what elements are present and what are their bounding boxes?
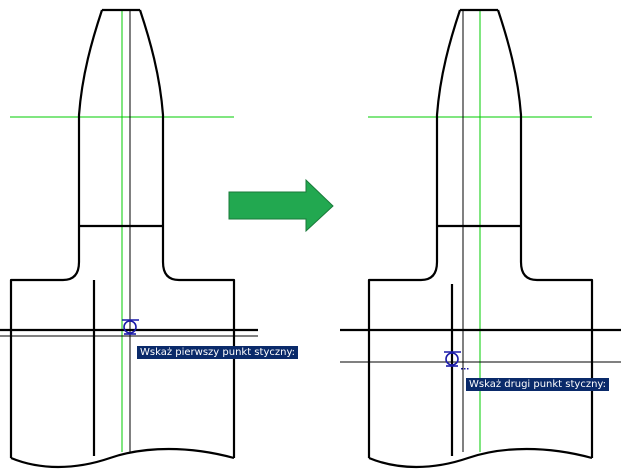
right-left-shoulder <box>367 261 439 458</box>
left-crosshair-cursor <box>0 10 258 452</box>
snap-dots <box>461 368 469 370</box>
right-part-outline <box>340 8 621 469</box>
left-break-line <box>10 447 235 469</box>
right-shaft-left-edge <box>435 9 462 262</box>
tangent-snap-marker-icon <box>122 319 139 335</box>
right-right-shoulder <box>519 261 594 458</box>
left-left-shoulder <box>9 261 81 458</box>
left-shaft-left-edge <box>77 9 104 262</box>
left-right-shoulder <box>161 261 236 458</box>
tangent-snap-marker-icon <box>444 351 461 367</box>
right-view <box>340 8 621 469</box>
first-tangent-prompt-tooltip: Wskaż pierwszy punkt styczny: <box>137 346 298 359</box>
left-shaft-right-edge <box>138 9 165 262</box>
left-view <box>0 8 258 469</box>
left-part-outline <box>0 8 258 469</box>
right-arrow-icon <box>228 178 334 233</box>
right-break-line <box>368 447 593 469</box>
second-tangent-prompt-tooltip: Wskaż drugi punkt styczny: <box>466 378 609 391</box>
right-shaft-right-edge <box>496 9 523 262</box>
left-construction-lines <box>10 10 234 452</box>
right-crosshair-cursor <box>340 10 621 452</box>
